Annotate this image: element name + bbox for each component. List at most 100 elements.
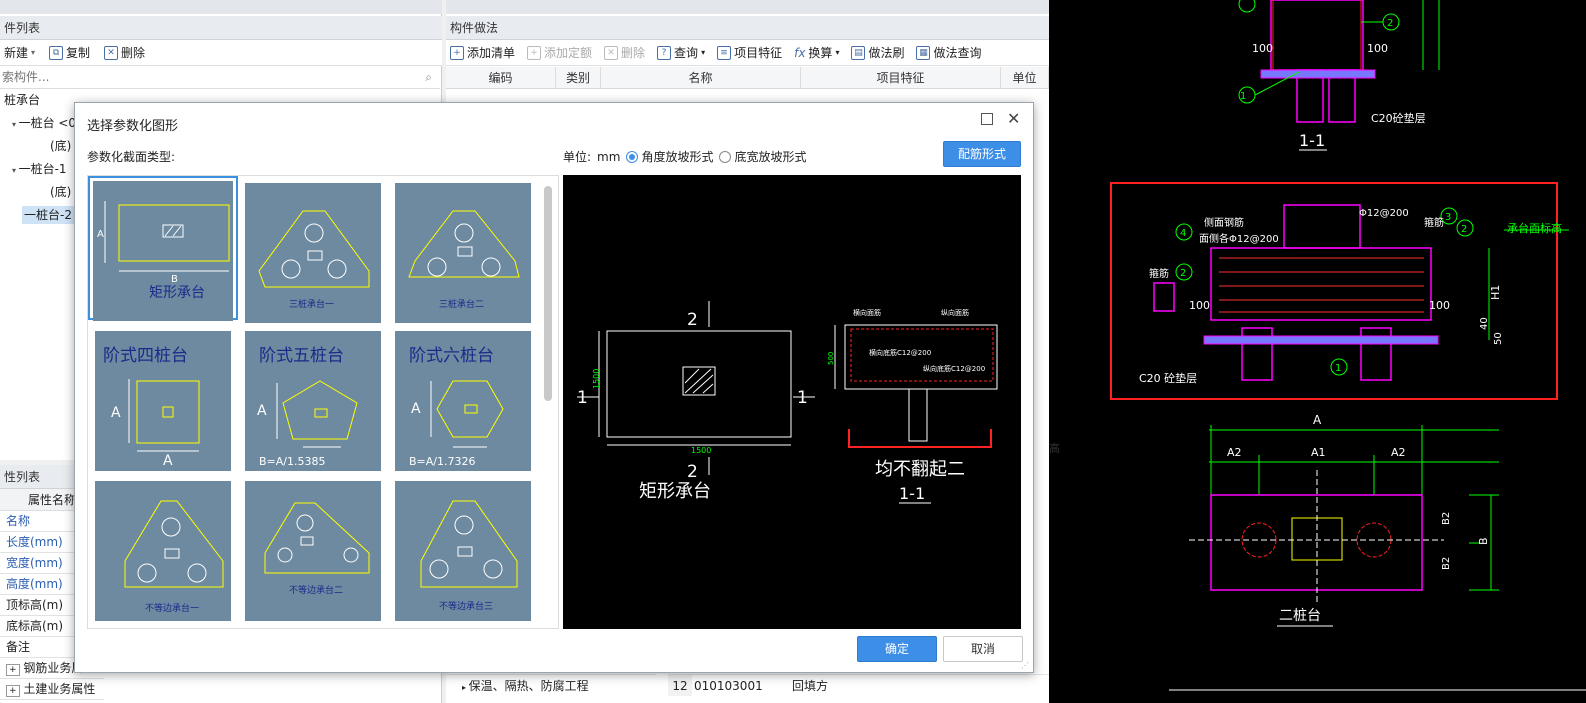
cad-dim-A2a: A2 bbox=[1227, 446, 1242, 459]
shape-label: 阶式五桩台 bbox=[259, 346, 344, 366]
cad-callout-1b: 1 bbox=[1335, 363, 1341, 374]
component-search-input[interactable] bbox=[0, 67, 400, 87]
shape-sub: A bbox=[163, 453, 173, 469]
row-name: 回填方 bbox=[792, 679, 829, 693]
search-icon[interactable]: ⌕ bbox=[425, 70, 432, 84]
col-code[interactable]: 编码 bbox=[446, 67, 556, 88]
cad-dim-B2a: B2 bbox=[1441, 512, 1452, 525]
cad-dim-h1: H1 bbox=[1489, 285, 1502, 300]
delete-method-button[interactable]: ✕删除 bbox=[604, 44, 645, 61]
radio-checked-icon[interactable] bbox=[626, 151, 639, 163]
expand-icon[interactable]: ▸ bbox=[462, 683, 469, 692]
rebar-form-button[interactable]: 配筋形式 bbox=[943, 141, 1021, 167]
copy-button[interactable]: ⧉复制 bbox=[49, 44, 90, 61]
table-row[interactable]: 12 010103001 回填方 bbox=[668, 674, 1049, 696]
radio-unchecked-icon[interactable] bbox=[719, 151, 732, 163]
shape-step-six[interactable]: 阶式六桩台 A B=A/1.7326 bbox=[390, 326, 536, 471]
tree-item[interactable]: ▾ 一桩台-1 bbox=[0, 158, 440, 181]
method-brush-button[interactable]: ▤做法刷 bbox=[851, 44, 904, 61]
preview-section-label: 1-1 bbox=[899, 484, 925, 503]
copy-icon: ⧉ bbox=[49, 45, 64, 60]
col-type[interactable]: 类别 bbox=[556, 67, 601, 88]
expand-icon[interactable]: + bbox=[6, 685, 20, 697]
unit-value: mm bbox=[597, 149, 621, 164]
preview-dim-1500-h: 1500 bbox=[691, 446, 711, 455]
tree-item-selected[interactable]: 一桩台-2 bbox=[0, 204, 440, 227]
three-pile-icon: 三桩承台二 bbox=[408, 210, 520, 310]
tree-item[interactable]: ▾ 一桩台 <0 bbox=[0, 112, 440, 135]
new-label: 新建 bbox=[4, 46, 29, 60]
shape-uneq-1[interactable]: 不等边承台一 bbox=[90, 476, 236, 621]
quota-add-icon: + bbox=[527, 45, 542, 60]
prop-row-civil[interactable]: + 土建业务属性 bbox=[0, 679, 104, 700]
new-button[interactable]: 新建▾ bbox=[4, 44, 35, 61]
toolbar-label: 查询 bbox=[674, 46, 699, 60]
shape-label: 不等边承台三 bbox=[439, 600, 493, 612]
preview-caption: 矩形承台 bbox=[639, 481, 711, 502]
component-list-title: 件列表 bbox=[0, 16, 442, 40]
preview-dim-1500-v: 1500 bbox=[592, 369, 601, 389]
add-quota-button[interactable]: +添加定额 bbox=[527, 44, 592, 61]
chevron-down-icon: ▾ bbox=[701, 48, 706, 57]
tree-item[interactable]: (底) bbox=[50, 139, 72, 153]
shape-uneq-2[interactable]: 不等边承台二 bbox=[240, 476, 386, 621]
item-feature-button[interactable]: ≡项目特征 bbox=[717, 44, 782, 61]
expand-icon[interactable]: ▾ bbox=[12, 120, 19, 129]
row-code: 010103001 bbox=[694, 679, 763, 693]
shape-three-pile-1[interactable]: 三桩承台一 bbox=[240, 178, 386, 323]
top-strip bbox=[446, 0, 1049, 14]
shape-step-four[interactable]: 阶式四桩台 A A bbox=[90, 326, 236, 471]
shape-label: 三桩承台一 bbox=[289, 298, 334, 310]
svg-text:A: A bbox=[411, 401, 421, 417]
preview-mark-1-right: 1 bbox=[797, 388, 808, 408]
cancel-button[interactable]: 取消 bbox=[943, 636, 1023, 662]
tree-item-root[interactable]: 桩承台 bbox=[4, 93, 41, 107]
query-button[interactable]: ?查询▾ bbox=[657, 44, 705, 61]
col-feature[interactable]: 项目特征 bbox=[801, 67, 1001, 88]
cad-callout-3: 3 bbox=[1445, 212, 1451, 223]
radio-label: 底宽放坡形式 bbox=[734, 150, 807, 164]
preview-drawing: 2 2 1 1 1500 1500 矩形承台 500 横向面筋 纵向面筋 横向底… bbox=[577, 301, 998, 504]
svg-text:B: B bbox=[171, 274, 178, 285]
resize-grip-icon[interactable]: ⋰ bbox=[1021, 661, 1029, 670]
three-pile-icon: 三桩承台一 bbox=[258, 210, 370, 310]
cad-viewport[interactable]: 1 2 100 100 C20砼垫层 1-1 4 2 3 2 1 侧面钢筋 面侧… bbox=[1049, 0, 1586, 703]
unit-label: 单位: bbox=[563, 150, 592, 164]
add-list-button[interactable]: +添加清单 bbox=[450, 44, 515, 61]
shape-label: 三桩承台二 bbox=[439, 298, 484, 310]
unit-row: 单位: mm 角度放坡形式 底宽放坡形式 bbox=[563, 148, 806, 165]
shape-sub: B=A/1.7326 bbox=[409, 455, 475, 468]
maximize-icon[interactable] bbox=[981, 113, 993, 125]
col-name[interactable]: 名称 bbox=[601, 67, 801, 88]
col-unit[interactable]: 单位 bbox=[1001, 67, 1049, 88]
prop-row-label: 土建业务属性 bbox=[23, 682, 96, 696]
dialog-title: 选择参数化图形 bbox=[87, 119, 179, 134]
shape-step-five[interactable]: 阶式五桩台 A B=A/1.5385 bbox=[240, 326, 386, 471]
chevron-down-icon: ▾ bbox=[835, 48, 840, 57]
uneq-cap-icon: 不等边承台一 bbox=[124, 500, 224, 614]
shape-preview: 2 2 1 1 1500 1500 矩形承台 500 横向面筋 纵向面筋 横向底… bbox=[563, 175, 1021, 629]
svg-text:A: A bbox=[111, 405, 121, 421]
toolbar-label: 做法刷 bbox=[868, 46, 905, 60]
gallery-scrollbar[interactable] bbox=[544, 186, 552, 401]
tree-item[interactable]: (底) bbox=[50, 185, 72, 199]
radio-angle-slope[interactable]: 角度放坡形式 bbox=[626, 148, 713, 165]
close-icon[interactable]: ✕ bbox=[1007, 109, 1021, 128]
bottom-tree-item[interactable]: ▸ 保温、隔热、防腐工程 bbox=[446, 674, 656, 696]
cad-dim-B2b: B2 bbox=[1441, 557, 1452, 570]
cad-dim-100c: 100 bbox=[1189, 299, 1210, 312]
ok-button[interactable]: 确定 bbox=[857, 636, 937, 662]
toolbar-label: 删除 bbox=[621, 46, 646, 60]
shape-uneq-3[interactable]: 不等边承台三 bbox=[390, 476, 536, 621]
expand-icon[interactable]: ▾ bbox=[12, 166, 19, 175]
delete-button[interactable]: ✕删除 bbox=[104, 44, 145, 61]
tree-item-label: 一桩台-2 bbox=[22, 206, 74, 224]
expand-icon[interactable]: + bbox=[6, 664, 20, 676]
radio-width-slope[interactable]: 底宽放坡形式 bbox=[719, 148, 806, 165]
cad-dim-100b: 100 bbox=[1367, 42, 1388, 55]
shape-three-pile-2[interactable]: 三桩承台二 bbox=[390, 178, 536, 323]
method-query-button[interactable]: ▦做法查询 bbox=[916, 44, 981, 61]
